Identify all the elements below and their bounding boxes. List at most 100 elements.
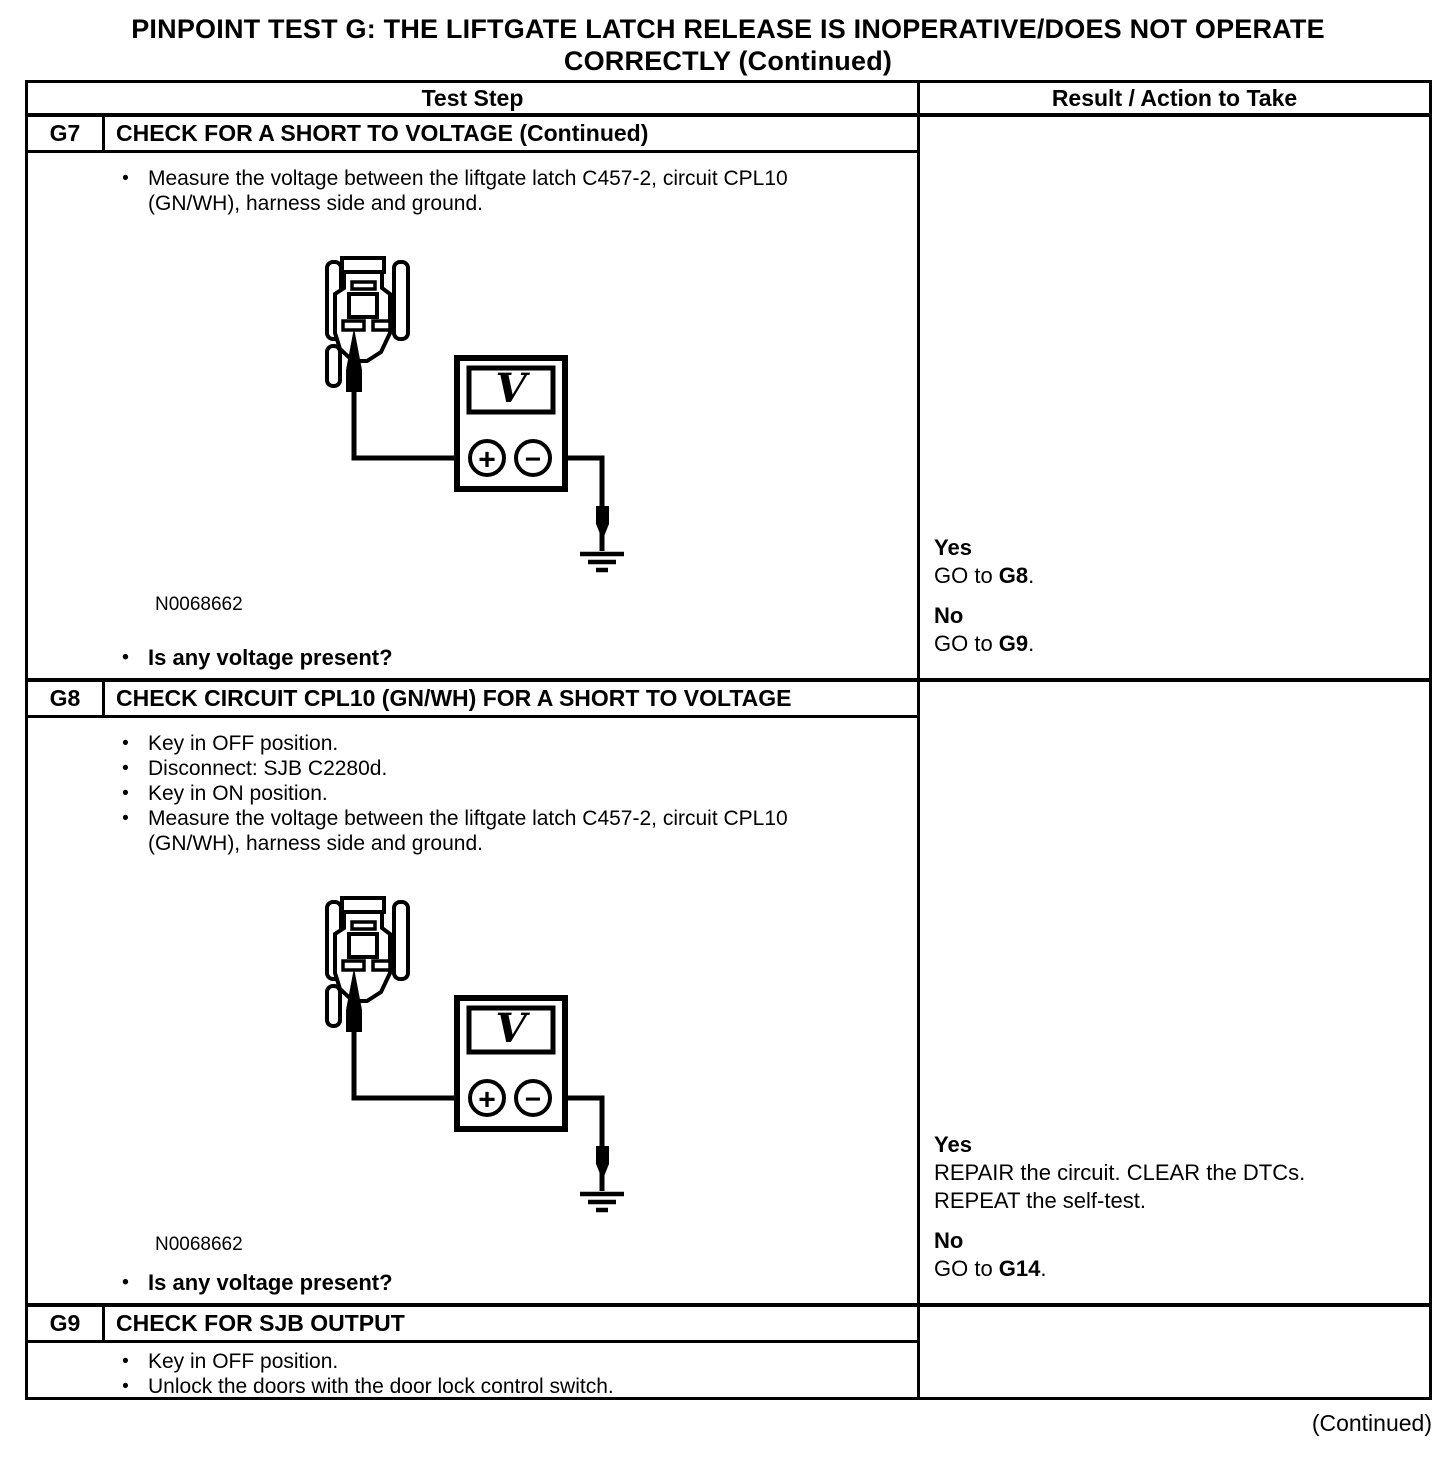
bullet-icon: • bbox=[122, 1351, 129, 1372]
page-title-line2: CORRECTLY (Continued) bbox=[563, 46, 893, 76]
probe-icon bbox=[346, 328, 362, 392]
continued-note: (Continued) bbox=[1311, 1410, 1432, 1436]
test-step-cell-g7: G7 CHECK FOR A SHORT TO VOLTAGE (Continu… bbox=[28, 117, 920, 678]
figure-label-g7: N0068662 bbox=[155, 594, 243, 615]
column-header-test-step: Test Step bbox=[28, 83, 920, 113]
bullet-item: • Key in ON position. bbox=[103, 781, 917, 806]
result-no-block: No GO to G9. bbox=[934, 602, 1419, 658]
plus-terminal-label: + bbox=[478, 1084, 496, 1117]
step-title-g7: CHECK FOR A SHORT TO VOLTAGE (Continued) bbox=[116, 120, 649, 146]
step-header-g9: G9 CHECK FOR SJB OUTPUT bbox=[28, 1307, 917, 1343]
step-title-g9: CHECK FOR SJB OUTPUT bbox=[116, 1310, 405, 1336]
step-title-g8: CHECK CIRCUIT CPL10 (GN/WH) FOR A SHORT … bbox=[116, 685, 792, 711]
ground-icon bbox=[580, 1191, 624, 1213]
voltage-label: V bbox=[495, 365, 530, 412]
step-question-g7: • Is any voltage present? bbox=[103, 645, 917, 670]
pinpoint-test-table: Test Step Result / Action to Take G7 CHE… bbox=[25, 80, 1432, 1400]
column-header-result-action: Result / Action to Take bbox=[1051, 84, 1298, 111]
action-suffix: . bbox=[1040, 1256, 1047, 1281]
action-target: G9 bbox=[998, 631, 1029, 656]
no-label: No bbox=[934, 1228, 964, 1253]
step-instructions-g7: • Measure the voltage between the liftga… bbox=[103, 166, 917, 216]
yes-label: Yes bbox=[934, 1132, 972, 1157]
test-step-cell-g8: G8 CHECK CIRCUIT CPL10 (GN/WH) FOR A SHO… bbox=[28, 682, 920, 1303]
bullet-text: Key in OFF position. bbox=[148, 732, 339, 755]
action-text: GO to G9. bbox=[934, 630, 1419, 658]
section-row-g8: G8 CHECK CIRCUIT CPL10 (GN/WH) FOR A SHO… bbox=[28, 678, 1429, 1303]
connector-icon bbox=[325, 256, 410, 388]
bullet-text: Measure the voltage between the liftgate… bbox=[148, 167, 788, 215]
step-question-g8: • Is any voltage present? bbox=[103, 1270, 917, 1295]
plus-terminal-icon bbox=[468, 1079, 506, 1117]
action-suffix: . bbox=[1028, 563, 1035, 588]
connector-icon bbox=[325, 896, 410, 1028]
bullet-icon: • bbox=[122, 1376, 129, 1397]
bullet-text: Unlock the doors with the door lock cont… bbox=[148, 1375, 614, 1397]
section-row-g7: G7 CHECK FOR A SHORT TO VOLTAGE (Continu… bbox=[28, 117, 1429, 678]
ground-probe-icon bbox=[596, 1146, 609, 1180]
positive-lead-wire bbox=[351, 386, 487, 461]
yes-label: Yes bbox=[934, 535, 972, 560]
bullet-icon: • bbox=[122, 783, 129, 804]
action-text: REPEAT the self-test. bbox=[934, 1188, 1146, 1213]
wiring-diagram-g7: V + − bbox=[325, 256, 624, 573]
bullet-item: • Key in OFF position. bbox=[103, 1349, 917, 1374]
bullet-text: Measure the voltage between the liftgate… bbox=[148, 807, 788, 855]
step-id-g7: G7 bbox=[28, 117, 105, 150]
bullet-icon: • bbox=[122, 758, 129, 779]
bullet-icon: • bbox=[122, 733, 129, 754]
action-target: G8 bbox=[998, 563, 1029, 588]
result-cell-g7: Yes GO to G8. No GO to G9. bbox=[920, 117, 1429, 678]
no-label: No bbox=[934, 603, 964, 628]
bullet-item: • Measure the voltage between the liftga… bbox=[103, 166, 917, 216]
bullet-item: • Is any voltage present? bbox=[103, 1270, 917, 1295]
bullet-item: • Disconnect: SJB C2280d. bbox=[103, 756, 917, 781]
ground-icon bbox=[580, 551, 624, 573]
step-id-g9: G9 bbox=[28, 1307, 105, 1340]
bullet-icon: • bbox=[122, 1272, 129, 1293]
bullet-icon: • bbox=[122, 647, 129, 668]
step-header-g7: G7 CHECK FOR A SHORT TO VOLTAGE (Continu… bbox=[28, 117, 917, 153]
step-instructions-g9: • Key in OFF position. • Unlock the door… bbox=[103, 1349, 917, 1397]
positive-lead-wire bbox=[351, 1026, 487, 1101]
bullet-text: Key in ON position. bbox=[148, 782, 328, 805]
step-content-g9: • Key in OFF position. • Unlock the door… bbox=[28, 1343, 917, 1397]
step-content-g7: • Measure the voltage between the liftga… bbox=[28, 153, 917, 678]
step-content-g8: • Key in OFF position. • Disconnect: SJB… bbox=[28, 718, 917, 1303]
voltage-label: V bbox=[495, 1005, 530, 1052]
figure-label-g8: N0068662 bbox=[155, 1234, 243, 1255]
action-prefix: GO to bbox=[934, 563, 999, 588]
question-text: Is any voltage present? bbox=[148, 645, 393, 670]
table-header-row: Test Step Result / Action to Take bbox=[28, 83, 1429, 117]
page-title-line1: PINPOINT TEST G: THE LIFTGATE LATCH RELE… bbox=[131, 14, 1325, 44]
bullet-item: • Unlock the doors with the door lock co… bbox=[103, 1374, 917, 1397]
step-instructions-g8: • Key in OFF position. • Disconnect: SJB… bbox=[103, 731, 917, 856]
plus-terminal-icon bbox=[468, 439, 506, 477]
result-yes-block: Yes GO to G8. bbox=[934, 534, 1419, 590]
minus-terminal-label: − bbox=[525, 1084, 541, 1115]
result-cell-g9 bbox=[920, 1307, 1429, 1397]
step-header-g8: G8 CHECK CIRCUIT CPL10 (GN/WH) FOR A SHO… bbox=[28, 682, 917, 718]
minus-terminal-icon bbox=[514, 1079, 552, 1117]
result-no-block: No GO to G14. bbox=[934, 1227, 1419, 1283]
plus-terminal-label: + bbox=[478, 444, 496, 477]
minus-terminal-label: − bbox=[525, 444, 541, 475]
action-text: REPAIR the circuit. CLEAR the DTCs. bbox=[934, 1160, 1306, 1185]
bullet-text: Disconnect: SJB C2280d. bbox=[148, 757, 388, 780]
voltmeter-icon: V + − bbox=[454, 355, 568, 492]
bullet-text: Key in OFF position. bbox=[148, 1350, 339, 1373]
step-id-g8: G8 bbox=[28, 682, 105, 715]
result-cell-g8: Yes REPAIR the circuit. CLEAR the DTCs. … bbox=[920, 682, 1429, 1303]
bullet-icon: • bbox=[122, 808, 129, 829]
action-target: G14 bbox=[998, 1256, 1041, 1281]
voltmeter-icon: V + − bbox=[454, 995, 568, 1132]
action-text: GO to G14. bbox=[934, 1255, 1419, 1283]
bullet-item: • Key in OFF position. bbox=[103, 731, 917, 756]
bullet-item: • Is any voltage present? bbox=[103, 645, 917, 670]
probe-icon bbox=[346, 968, 362, 1032]
minus-terminal-icon bbox=[514, 439, 552, 477]
bullet-item: • Measure the voltage between the liftga… bbox=[103, 806, 917, 856]
action-prefix: GO to bbox=[934, 631, 999, 656]
action-prefix: GO to bbox=[934, 1256, 999, 1281]
action-suffix: . bbox=[1028, 631, 1035, 656]
